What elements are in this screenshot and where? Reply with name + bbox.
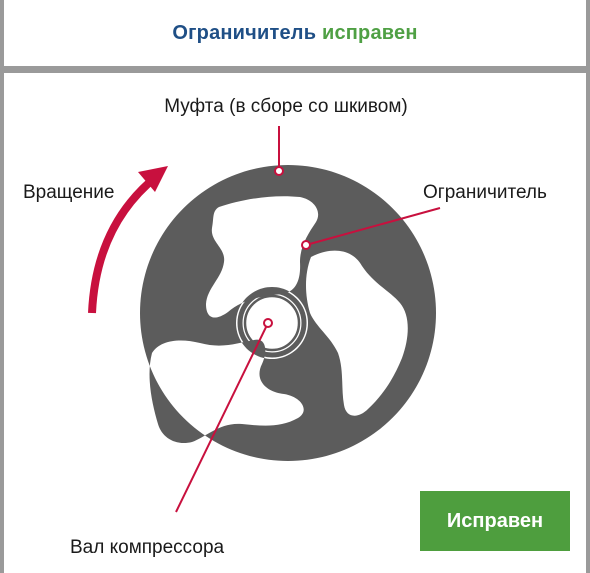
title-limiter: Ограничитель xyxy=(172,21,317,44)
shaft-ring-inner xyxy=(243,294,301,352)
label-limiter: Ограничитель xyxy=(423,182,547,203)
header-bar: Ограничитель исправен xyxy=(4,0,586,73)
title-status: исправен xyxy=(321,21,418,44)
status-ok-button[interactable]: Исправен xyxy=(420,491,570,551)
label-rotation: Вращение xyxy=(23,182,114,203)
clutch-disc xyxy=(140,165,437,461)
shaft-ring-outer xyxy=(237,288,307,358)
label-coupling: Муфта (в сборе со шкивом) xyxy=(164,96,408,117)
page-title: Ограничитель исправен xyxy=(172,22,417,45)
leader-lines xyxy=(175,126,441,513)
leader-dots xyxy=(263,166,311,328)
rotation-arrow-icon xyxy=(88,166,168,314)
label-shaft: Вал компрессора xyxy=(70,537,225,558)
